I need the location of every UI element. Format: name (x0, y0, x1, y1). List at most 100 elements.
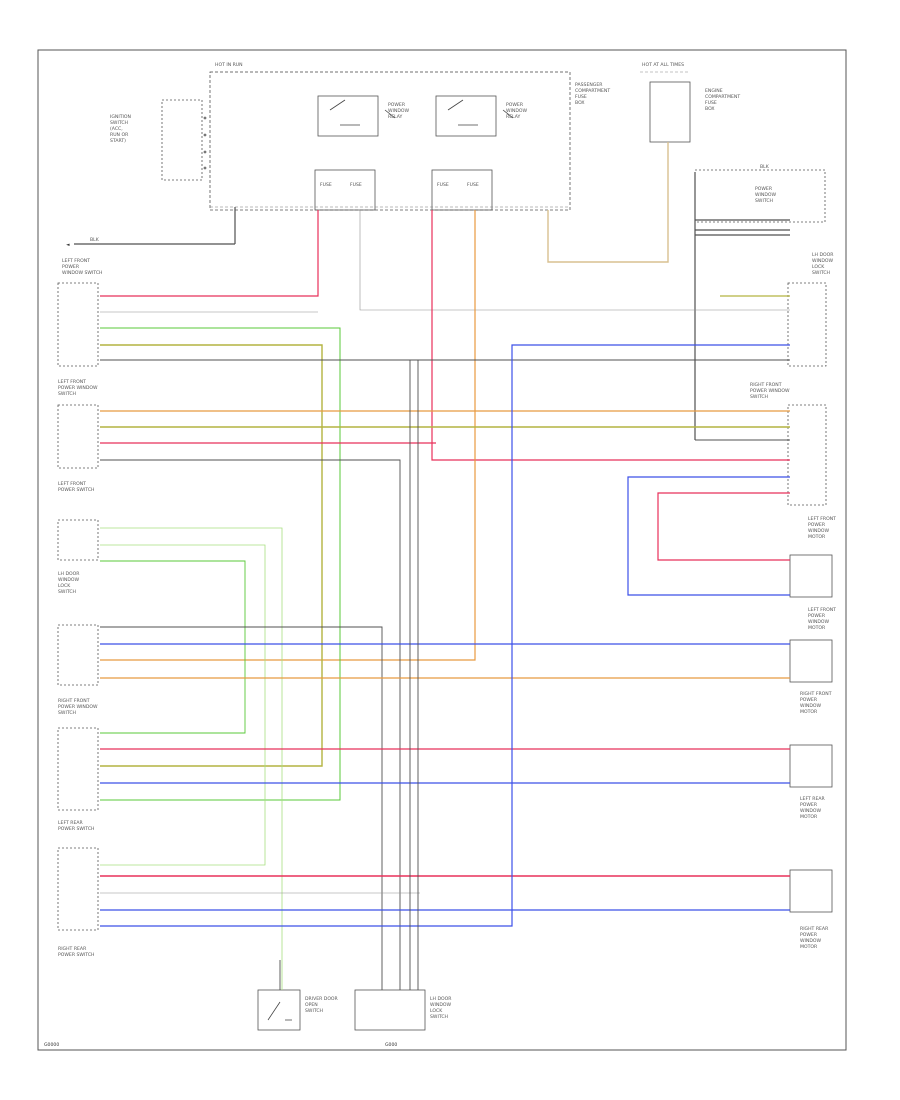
svg-text:SWITCH: SWITCH (812, 270, 830, 276)
lf-motor-label: LEFT FRONT POWER WINDOW MOTOR (808, 516, 836, 540)
svg-text:WINDOW: WINDOW (58, 577, 79, 583)
svg-text:IGNITION: IGNITION (110, 114, 131, 120)
lf-motor-label-2: LEFT FRONT POWER WINDOW MOTOR (808, 607, 836, 631)
wire-lightgreen-lock1 (100, 527, 283, 990)
svg-text:FUSE: FUSE (467, 182, 479, 188)
rr-switch-label: RIGHT REAR POWER SWITCH (58, 946, 95, 958)
svg-text:BLK: BLK (90, 237, 100, 243)
driver-door-label: DRIVER DOOR OPEN SWITCH (305, 996, 339, 1014)
svg-text:ENGINE: ENGINE (705, 88, 723, 94)
svg-text:LOCK: LOCK (58, 583, 71, 589)
svg-text:WINDOW: WINDOW (755, 192, 776, 198)
wire-orange-feed (100, 210, 476, 661)
wire-tan-feed (547, 142, 669, 263)
wire-red-feed (100, 210, 319, 297)
svg-text:POWER: POWER (800, 802, 818, 808)
svg-text:SWITCH: SWITCH (110, 120, 128, 126)
lf-switch-label-2: LEFT FRONT POWER WINDOW SWITCH (58, 379, 98, 397)
power-relay-1 (317, 95, 379, 137)
hot-in-run-label: HOT IN RUN (215, 62, 243, 68)
svg-text:COMPARTMENT: COMPARTMENT (705, 94, 740, 100)
svg-text:RELAY: RELAY (506, 114, 521, 120)
svg-text:LEFT FRONT: LEFT FRONT (808, 516, 836, 522)
ignition-switch-box (161, 99, 203, 181)
svg-text:(ACC,: (ACC, (110, 126, 123, 132)
svg-text:WINDOW: WINDOW (812, 258, 833, 264)
svg-text:SWITCH: SWITCH (58, 710, 76, 716)
svg-text:LH DOOR: LH DOOR (812, 252, 834, 258)
lf-lock-label: LH DOOR WINDOW LOCK SWITCH (58, 571, 80, 595)
svg-text:LH DOOR: LH DOOR (58, 571, 80, 577)
relay-2-label: POWER (506, 102, 524, 108)
svg-text:BLK: BLK (760, 164, 770, 170)
fuse-box-label: PASSENGER COMPARTMENT FUSE BOX (575, 82, 610, 106)
svg-text:SWITCH: SWITCH (430, 1014, 448, 1020)
rh-lock-label: LH DOOR WINDOW LOCK SWITCH (812, 252, 834, 276)
diagram-border (37, 49, 847, 1051)
svg-text:MOTOR: MOTOR (808, 534, 826, 540)
svg-text:WINDOW: WINDOW (808, 528, 829, 534)
svg-text:LEFT FRONT: LEFT FRONT (58, 481, 86, 487)
rh-door-lock-switch-label: POWER WINDOW SWITCH (755, 186, 776, 204)
svg-text:POWER: POWER (62, 264, 80, 270)
wire-harness (100, 142, 790, 990)
rf-motor (789, 639, 833, 683)
svg-text:POWER: POWER (808, 522, 826, 528)
lr-motor (789, 744, 833, 788)
svg-text:LEFT REAR: LEFT REAR (58, 820, 84, 826)
svg-text:POWER WINDOW: POWER WINDOW (58, 704, 98, 710)
svg-text:COMPARTMENT: COMPARTMENT (575, 88, 610, 94)
svg-text:FUSE: FUSE (575, 94, 587, 100)
svg-text:PASSENGER: PASSENGER (575, 82, 603, 88)
svg-text:WINDOW: WINDOW (388, 108, 409, 114)
fuse-group-1 (314, 169, 376, 211)
svg-text:WINDOW: WINDOW (800, 938, 821, 944)
svg-text:LH DOOR: LH DOOR (430, 996, 452, 1002)
wire-dark-rf (100, 626, 383, 990)
svg-text:POWER: POWER (755, 186, 773, 192)
svg-text:LEFT FRONT: LEFT FRONT (58, 379, 86, 385)
rh-power-window-switch (787, 282, 827, 367)
wire-red-feed-2 (431, 210, 790, 461)
svg-text:BOX: BOX (705, 106, 715, 112)
wire-olive-lf (100, 344, 323, 767)
svg-text:LOCK: LOCK (812, 264, 825, 270)
wire-dark-lfpw (100, 459, 401, 990)
svg-text:POWER WINDOW: POWER WINDOW (750, 388, 790, 394)
svg-text:FUSE: FUSE (350, 182, 362, 188)
svg-text:RIGHT REAR: RIGHT REAR (800, 926, 829, 932)
svg-text:RIGHT FRONT: RIGHT FRONT (750, 382, 782, 388)
footer-left-code: G0000 (44, 1042, 59, 1048)
rh-switch-label: RIGHT FRONT POWER WINDOW SWITCH (750, 382, 790, 400)
rf-switch-box (57, 624, 99, 686)
svg-text:MOTOR: MOTOR (800, 709, 818, 715)
rr-switch-box (57, 847, 99, 931)
svg-text:LOCK: LOCK (430, 1008, 443, 1014)
svg-text:POWER: POWER (800, 697, 818, 703)
wire-blue-lfmotor (627, 476, 790, 596)
hot-at-all-times-label: HOT AT ALL TIMES (642, 62, 684, 68)
svg-text:WINDOW: WINDOW (800, 808, 821, 814)
svg-text:RUN OR: RUN OR (110, 132, 129, 138)
rr-motor-label: RIGHT REAR POWER WINDOW MOTOR (800, 926, 829, 950)
svg-text:RIGHT REAR: RIGHT REAR (58, 946, 87, 952)
svg-text:RELAY: RELAY (388, 114, 403, 120)
svg-text:WINDOW: WINDOW (430, 1002, 451, 1008)
lr-motor-label: LEFT REAR POWER WINDOW MOTOR (800, 796, 826, 820)
rf-motor-label: RIGHT FRONT POWER WINDOW MOTOR (800, 691, 832, 715)
central-lock-unit (354, 989, 426, 1031)
svg-text:FUSE: FUSE (437, 182, 449, 188)
svg-text:WINDOW: WINDOW (808, 619, 829, 625)
lf-pw-switch-box (57, 404, 99, 469)
svg-text:SWITCH: SWITCH (305, 1008, 323, 1014)
lf-switch-label: LEFT FRONT POWER WINDOW SWITCH (62, 258, 103, 276)
svg-text:RIGHT FRONT: RIGHT FRONT (58, 698, 90, 704)
relay-1-label: POWER (388, 102, 406, 108)
svg-text:POWER SWITCH: POWER SWITCH (58, 952, 95, 958)
wire-lightgreen-lock2 (100, 544, 266, 866)
lr-switch-box (57, 727, 99, 811)
wire-blue-rr2 (100, 344, 790, 927)
svg-text:POWER: POWER (808, 613, 826, 619)
driver-door-switch (257, 989, 301, 1031)
svg-text:SWITCH: SWITCH (58, 589, 76, 595)
